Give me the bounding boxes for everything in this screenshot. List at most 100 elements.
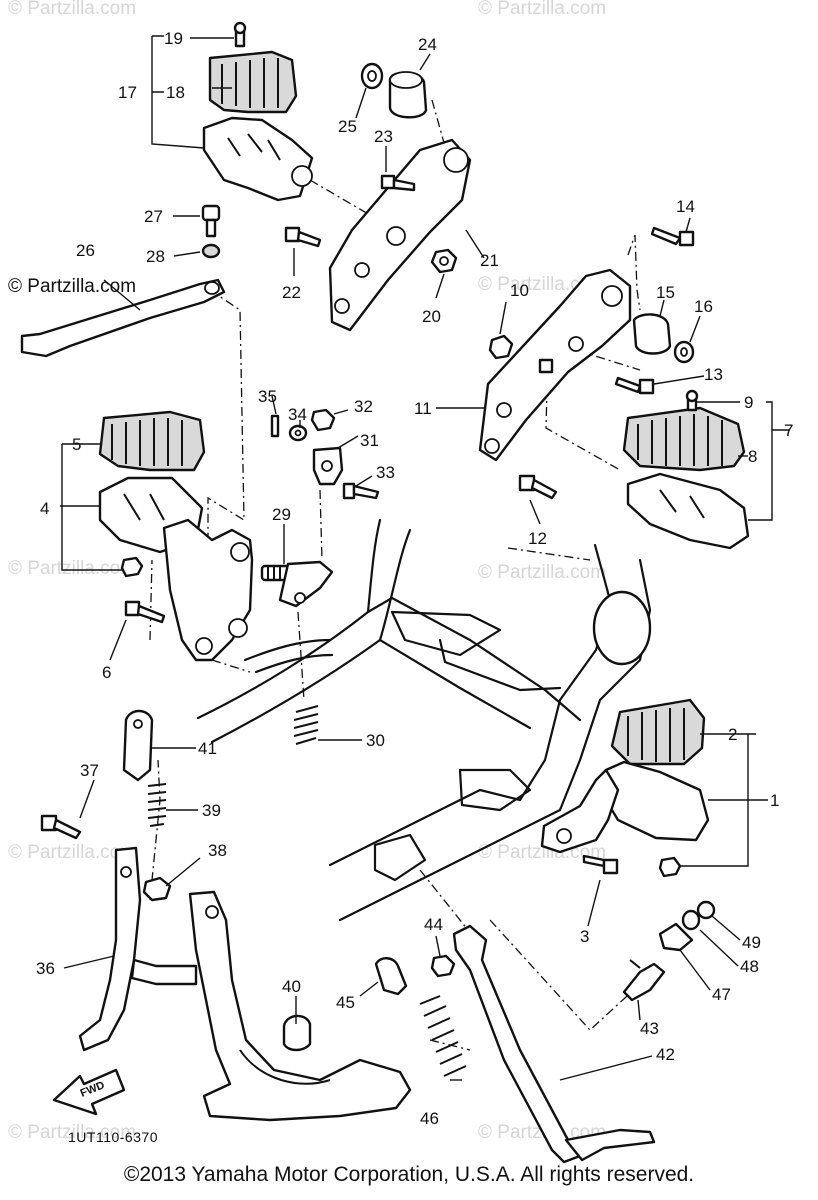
callout-25: 25 <box>338 117 357 136</box>
nut-10 <box>488 334 514 360</box>
callout-40: 40 <box>282 977 301 996</box>
callout-leaders <box>60 35 790 1081</box>
callout-43: 43 <box>640 1019 659 1038</box>
bolt-13 <box>614 376 655 395</box>
callout-numbers: 1 2 3 4 5 6 7 8 9 10 11 12 13 14 15 16 1… <box>36 29 793 1128</box>
callout-45: 45 <box>336 993 355 1012</box>
callout-24: 24 <box>418 35 437 54</box>
nut-20 <box>430 248 458 274</box>
callout-4: 4 <box>40 499 49 518</box>
spring-46 <box>419 995 467 1077</box>
nut-49 <box>696 900 716 920</box>
nut-32 <box>310 408 336 432</box>
part-8-footrest-rubber <box>622 406 746 472</box>
callout-2: 2 <box>728 725 737 744</box>
nut-1 <box>658 856 682 878</box>
part-7-footrest-bracket <box>626 472 750 550</box>
part-42-side-stand <box>452 924 656 1164</box>
callout-6: 6 <box>102 663 111 682</box>
part-2-footrest-rubber <box>610 698 706 766</box>
plate-45 <box>374 957 408 996</box>
copyright-footer: ©2013 Yamaha Motor Corporation, U.S.A. A… <box>123 1163 695 1186</box>
part-16-collar <box>673 340 695 364</box>
callout-48: 48 <box>740 957 759 976</box>
part-31-joint <box>312 446 344 486</box>
side-copyright: © Partzilla.com <box>8 276 136 297</box>
callout-23: 23 <box>374 127 393 146</box>
callout-44: 44 <box>424 915 443 934</box>
callout-33: 33 <box>376 463 395 482</box>
callout-5: 5 <box>72 435 81 454</box>
watermark: © Partzilla.com <box>8 558 136 579</box>
part-26-lever <box>20 278 226 358</box>
watermark: © Partzilla.com <box>8 0 136 19</box>
callout-41: 41 <box>198 739 217 758</box>
callout-10: 10 <box>510 281 529 300</box>
callout-13: 13 <box>704 365 723 384</box>
bolt-33 <box>342 482 380 500</box>
part-29-shaft <box>260 560 334 608</box>
bolt-9 <box>685 389 699 412</box>
callout-29: 29 <box>272 505 291 524</box>
plate-41 <box>122 709 154 782</box>
collar-38 <box>142 876 172 902</box>
part-1-footrest-bracket <box>540 760 710 854</box>
bolt-22 <box>284 226 322 248</box>
callout-49: 49 <box>742 933 761 952</box>
watermark: © Partzilla.com <box>8 1122 136 1143</box>
bolt-6 <box>124 600 166 624</box>
part-15-bushing <box>632 313 672 355</box>
callout-18: 18 <box>166 83 185 102</box>
stopper-40 <box>282 1014 312 1052</box>
fwd-arrow: FWD <box>52 1068 126 1116</box>
washer-28 <box>201 243 221 259</box>
callout-21: 21 <box>480 251 499 270</box>
part-25-collar <box>360 62 384 90</box>
watermark: © Partzilla.com <box>8 842 136 863</box>
washer-34 <box>288 424 308 442</box>
callout-1: 1 <box>770 791 779 810</box>
callout-20: 20 <box>422 307 441 326</box>
callout-34: 34 <box>288 405 307 424</box>
nut-44 <box>430 954 456 978</box>
bolt-27 <box>201 204 221 238</box>
nut-4 <box>120 556 144 578</box>
callout-11: 11 <box>414 399 432 418</box>
callout-9: 9 <box>744 393 753 412</box>
watermark: © Partzilla.com <box>478 562 606 583</box>
switch-43 <box>622 959 666 1002</box>
part-4-footrest-bracket <box>98 476 254 662</box>
callout-14: 14 <box>676 197 695 216</box>
diagram-code: 1UT110-6370 <box>68 1129 158 1145</box>
callout-38: 38 <box>208 841 227 860</box>
part-21-bracket <box>328 138 472 332</box>
spring-39 <box>147 783 167 827</box>
callout-8: 8 <box>748 447 757 466</box>
callout-19: 19 <box>164 29 183 48</box>
callout-3: 3 <box>580 927 589 946</box>
part-11-bracket <box>478 268 632 462</box>
callout-27: 27 <box>144 207 163 226</box>
callout-7: 7 <box>784 421 793 440</box>
bolt-23 <box>380 174 416 192</box>
bolt-3 <box>582 854 619 875</box>
callout-30: 30 <box>366 731 385 750</box>
washer-48 <box>681 909 701 931</box>
spring-30 <box>293 705 319 745</box>
callout-46: 46 <box>420 1109 439 1128</box>
bracket-47 <box>658 922 694 952</box>
part-17-footrest <box>202 21 314 202</box>
part-24-bushing <box>388 71 428 119</box>
callout-39: 39 <box>202 801 221 820</box>
part-5-footrest-rubber <box>98 410 206 472</box>
callout-47: 47 <box>712 985 731 1004</box>
watermark: © Partzilla.com <box>478 0 606 19</box>
bolt-37 <box>40 814 82 840</box>
callout-31: 31 <box>360 431 379 450</box>
callout-15: 15 <box>656 283 675 302</box>
callout-16: 16 <box>694 297 713 316</box>
pin-35 <box>270 414 280 438</box>
callout-17: 17 <box>118 83 137 102</box>
callout-12: 12 <box>528 529 547 548</box>
callout-42: 42 <box>656 1045 675 1064</box>
